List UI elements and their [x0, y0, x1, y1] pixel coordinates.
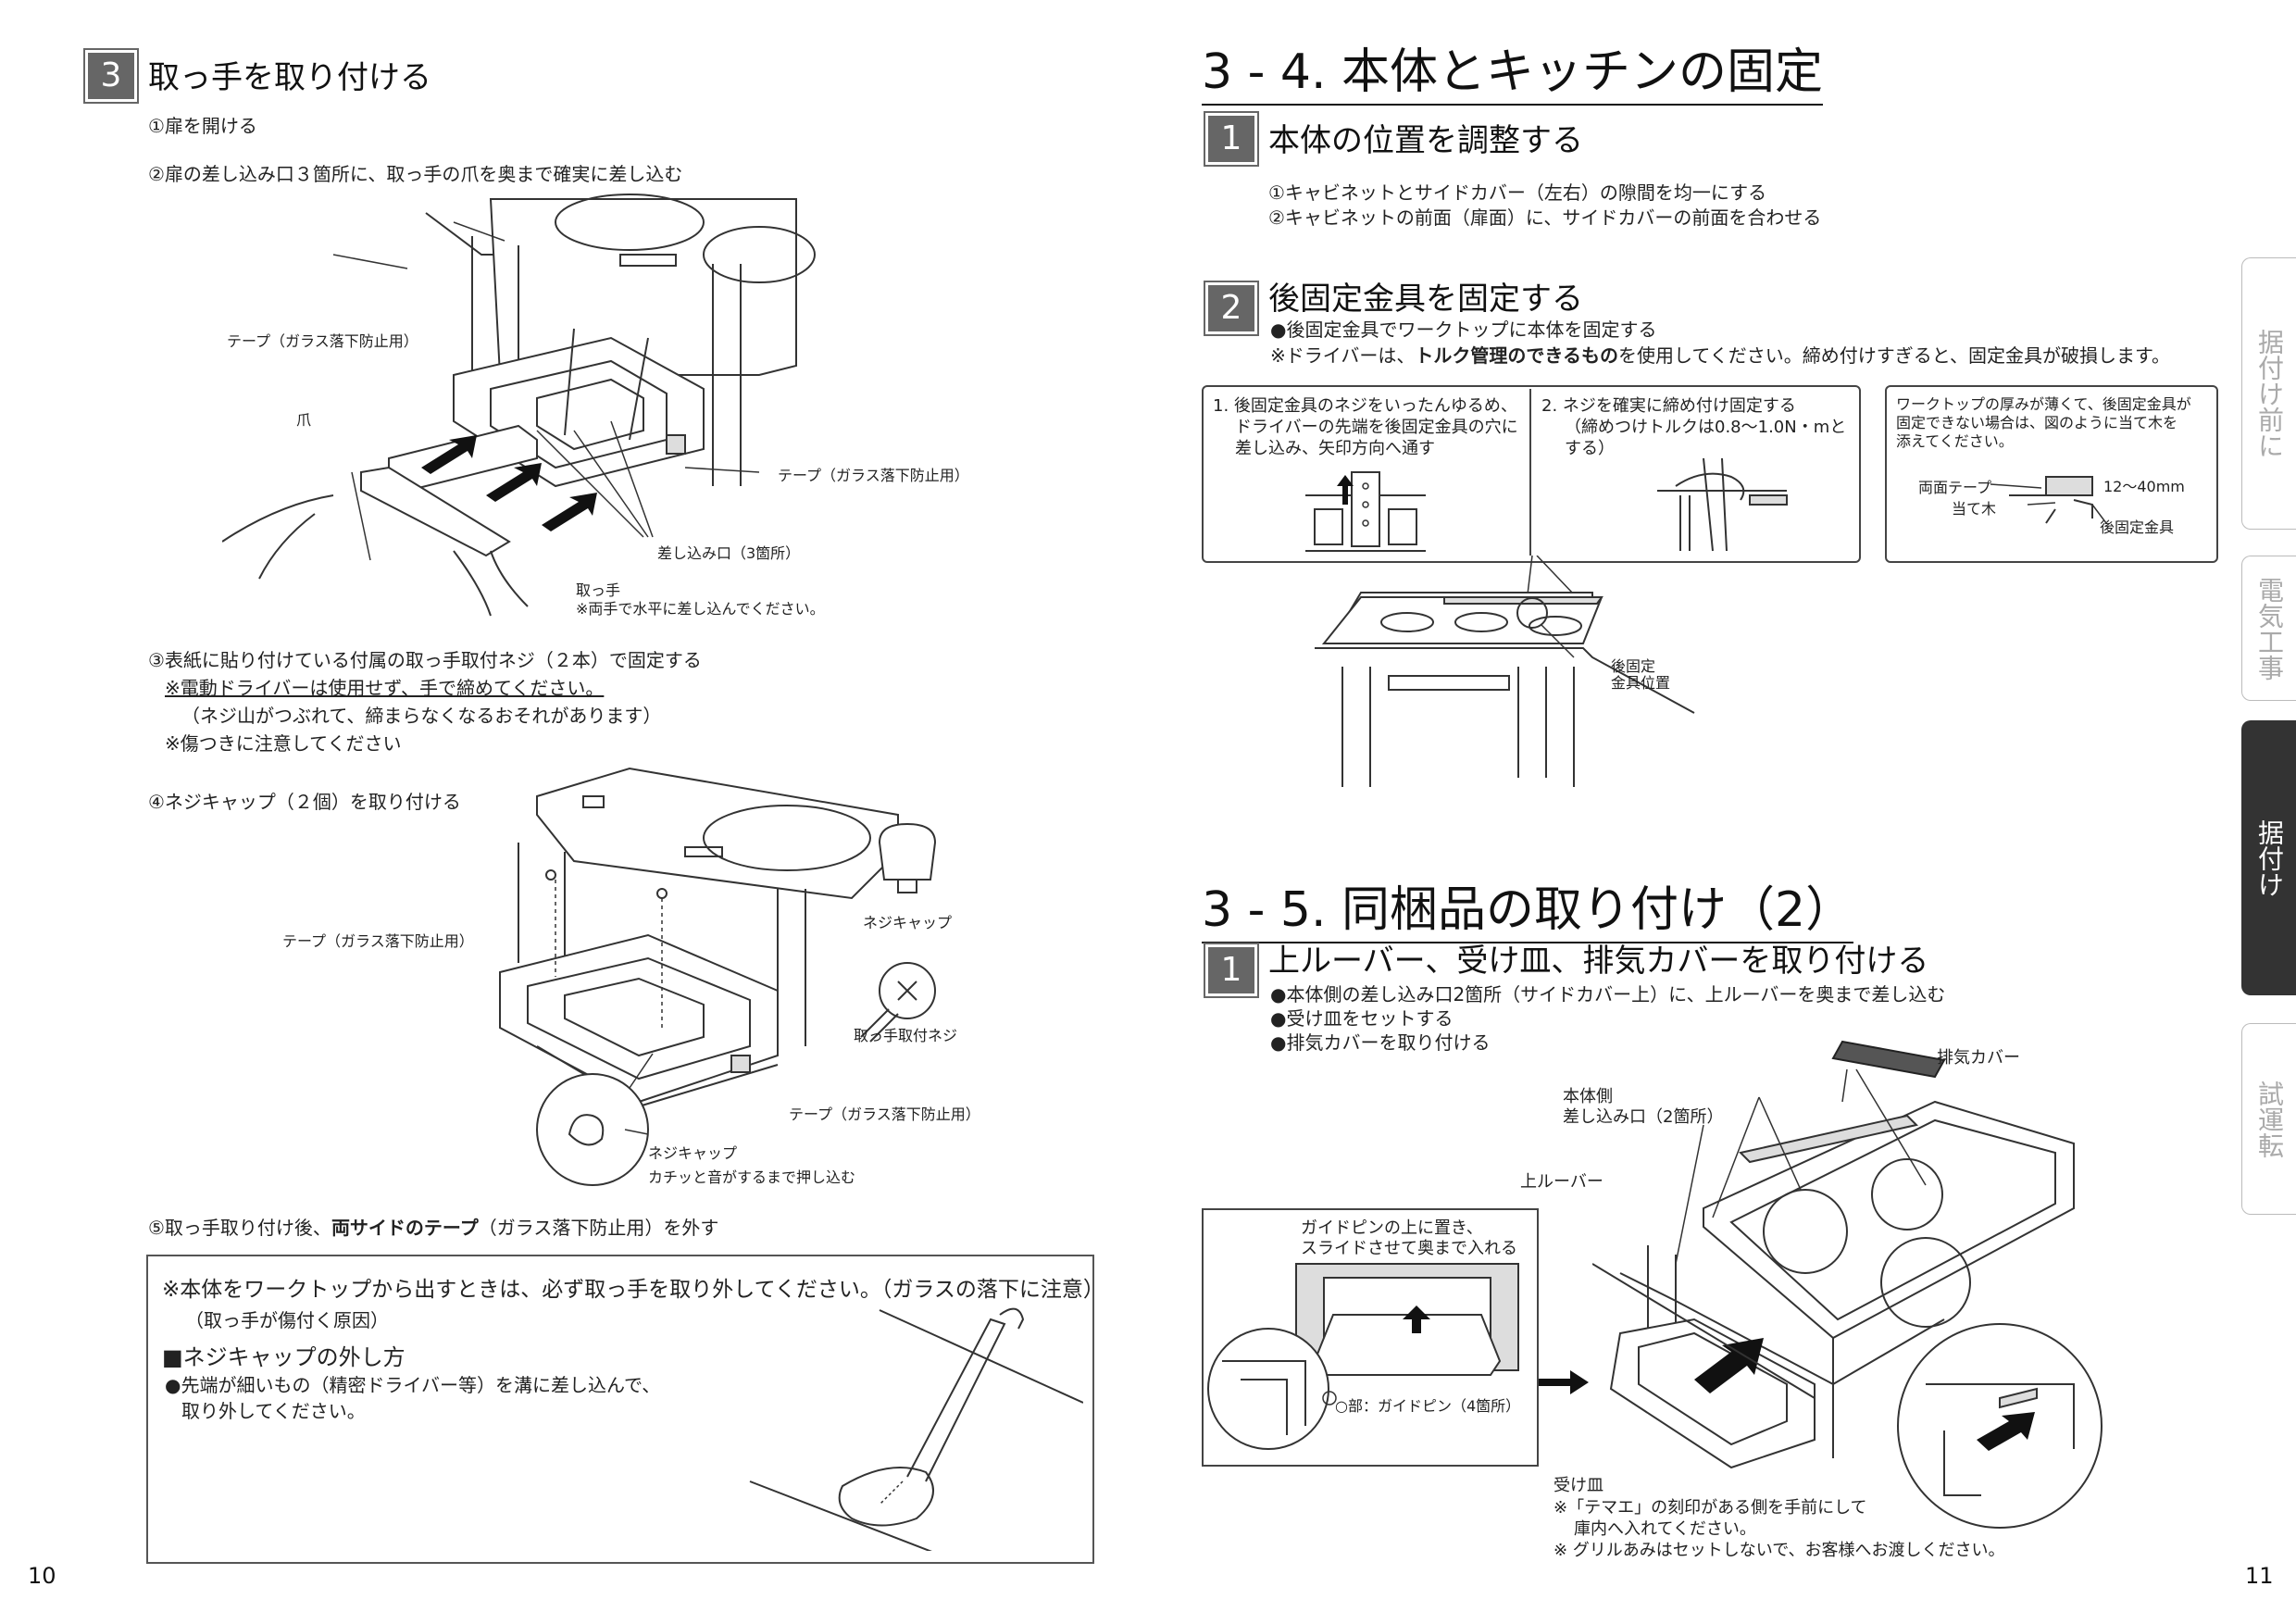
bracket-loosen-illustration [1305, 471, 1426, 552]
tab-before-installation[interactable]: 据付け前に [2241, 257, 2296, 530]
box3-line-3: 添えてください。 [1896, 432, 2014, 450]
label-exhaust-cover: 排気カバー [1937, 1048, 2020, 1068]
instruction-3-note-2: （ネジ山がつぶれて、締まらなくなるおそれがあります） [181, 705, 662, 727]
caution-bullet-2: 取り外してください。 [181, 1400, 366, 1422]
handle-insertion-illustration [222, 194, 816, 617]
label-screw-cap-2: ネジキャップ [648, 1144, 738, 1162]
caution-heading: ■ネジキャップの外し方 [162, 1344, 406, 1370]
step1-bullet-1: ●本体側の差し込み口2箇所（サイドカバー上）に、上ルーバーを奥まで差し込む [1270, 983, 1946, 1006]
label-handle-note: ※両手で水平に差し込んでください。 [576, 600, 825, 618]
instruction-3: ③表紙に貼り付けている付属の取っ手取付ネジ（２本）で固定する [148, 649, 702, 671]
guide-pin-inset-box [1202, 1208, 1539, 1467]
instruction-5: ⑤取っ手取り付け後、両サイドのテープ（ガラス落下防止用）を外す [148, 1217, 719, 1239]
procedure-divider [1529, 389, 1531, 556]
instruction-4: ④ネジキャップ（２個）を取り付ける [148, 791, 461, 813]
label-bracket-pos-2: 金具位置 [1611, 674, 1671, 692]
step-title: 上ルーバー、受け皿、排気カバーを取り付ける [1268, 943, 1929, 980]
step-number-badge: 2 [1204, 281, 1259, 336]
caution-line-1: ※本体をワークトップから出すときは、必ず取っ手を取り外してください。（ガラスの落… [162, 1278, 1104, 1302]
label-tape-right-2: テープ（ガラス落下防止用） [789, 1106, 980, 1123]
section-title-3-4: 3 - 4. 本体とキッチンの固定 [1202, 32, 1824, 106]
label-tape-left: テープ（ガラス落下防止用） [227, 332, 418, 350]
label-thickness: 12〜40mm [2103, 478, 2185, 495]
box1-line-1: 1. 後固定金具のネジをいったんゆるめ、 [1213, 396, 1517, 416]
rear-bracket-position-illustration [1315, 556, 1695, 787]
label-double-tape: 両面テープ [1918, 479, 1992, 496]
label-rear-bracket: 後固定金具 [2100, 518, 2175, 536]
label-guide-2: スライドさせて奥まで入れる [1301, 1239, 1517, 1258]
caution-bullet-1: ●先端が細いもの（精密ドライバー等）を溝に差し込んで、 [165, 1374, 661, 1396]
cap-removal-illustration [749, 1307, 1083, 1551]
instruction-3-note-1: ※電動ドライバーは使用せず、手で締めてください。 [165, 677, 605, 699]
box2-line-2: （締めつけトルクは0.8〜1.0N・mと [1565, 418, 1847, 437]
caution-note-box [146, 1255, 1094, 1564]
step1-bullet-3: ●排気カバーを取り付ける [1270, 1031, 1491, 1054]
label-screw-cap: ネジキャップ [863, 914, 953, 931]
box3-line-2: 固定できない場合は、図のように当て木を [1896, 414, 2178, 431]
label-screw-cap-note: カチッと音がするまで押し込む [648, 1168, 856, 1186]
tray-note-1: ※「テマエ」の刻印がある側を手前にして [1554, 1498, 1867, 1518]
step2-line-2: ※ドライバーは、トルク管理のできるものを使用してください。締め付けすぎると、固定… [1270, 344, 2170, 367]
page-number-right: 11 [2245, 1563, 2274, 1589]
box2-line-1: 2. ネジを確実に締め付け固定する [1541, 396, 1796, 416]
box1-line-3: 差し込み、矢印方向へ通す [1235, 439, 1435, 458]
step-title: 取っ手を取り付ける [148, 59, 431, 96]
tab-installation[interactable]: 据付け [2241, 720, 2296, 995]
label-body-slot-1: 本体側 [1563, 1087, 1613, 1106]
tab-electrical-work[interactable]: 電気工事 [2241, 556, 2296, 701]
instruction-1: ①扉を開ける [148, 115, 257, 137]
step1-line-2: ②キャビネットの前面（扉面）に、サイドカバーの前面を合わせる [1268, 206, 1822, 229]
guide-pin-illustration [1207, 1263, 1519, 1450]
label-slot: 差し込み口（3箇所） [657, 544, 801, 562]
tray-note-2: 庫内へ入れてください。 [1574, 1519, 1756, 1539]
louver-tray-install-illustration [1592, 1040, 2103, 1529]
step-number-badge: 3 [83, 48, 139, 104]
label-tray: 受け皿 [1554, 1476, 1603, 1495]
procedure-box [1202, 385, 1861, 563]
instruction-2: ②扉の差し込み口３箇所に、取っ手の爪を奥まで確実に差し込む [148, 163, 683, 185]
box3-line-1: ワークトップの厚みが薄くて、後固定金具が [1896, 395, 2191, 413]
step-number-badge: 1 [1204, 111, 1259, 167]
step1-line-1: ①キャビネットとサイドカバー（左右）の隙間を均一にする [1268, 181, 1767, 204]
spacer-wood-illustration [1990, 476, 2107, 524]
label-upper-louver: 上ルーバー [1520, 1172, 1603, 1192]
label-tape-left-2: テープ（ガラス落下防止用） [282, 932, 474, 950]
step2-line-1: ●後固定金具でワークトップに本体を固定する [1270, 319, 1657, 341]
tray-note-3: ※ グリルあみはセットしないで、お客様へお渡しください。 [1554, 1541, 2005, 1560]
thin-worktop-note-box [1885, 385, 2218, 563]
box2-line-3: する） [1565, 439, 1615, 458]
bracket-tighten-illustration [1657, 457, 1788, 552]
step2-bold: トルク管理のできるもの [1415, 344, 1618, 367]
label-spacer-wood: 当て木 [1952, 500, 1997, 518]
screw-cap-illustration [499, 767, 937, 1186]
box1-line-2: ドライバーの先端を後固定金具の穴に [1235, 418, 1518, 437]
step1-bullet-2: ●受け皿をセットする [1270, 1007, 1454, 1030]
instruction-3-note-3: ※傷つきに注意してください [165, 732, 402, 755]
label-handle-screw: 取っ手取付ネジ [854, 1027, 958, 1044]
label-guide-pin: ○部：ガイドピン（4箇所） [1335, 1397, 1521, 1415]
caution-line-2: （取っ手が傷付く原因） [185, 1309, 389, 1331]
step-title: 本体の位置を調整する [1268, 122, 1583, 159]
label-tape-right: テープ（ガラス落下防止用） [778, 467, 969, 484]
section-title-3-5: 3 - 5. 同梱品の取り付け（2） [1202, 870, 1854, 943]
label-handle: 取っ手 [576, 581, 621, 599]
step-number-badge: 1 [1204, 943, 1259, 998]
instruction-5-bold: 両サイドのテープ [331, 1217, 479, 1239]
label-claw: 爪 [296, 411, 312, 429]
label-body-slot-2: 差し込み口（2箇所） [1563, 1107, 1724, 1127]
direction-arrow [1539, 1370, 1589, 1394]
page-number-left: 10 [28, 1563, 56, 1589]
label-guide-1: ガイドピンの上に置き、 [1301, 1218, 1483, 1238]
step-title: 後固定金具を固定する [1268, 281, 1583, 318]
tab-test-run[interactable]: 試運転 [2241, 1023, 2296, 1215]
label-bracket-pos-1: 後固定 [1611, 657, 1656, 675]
